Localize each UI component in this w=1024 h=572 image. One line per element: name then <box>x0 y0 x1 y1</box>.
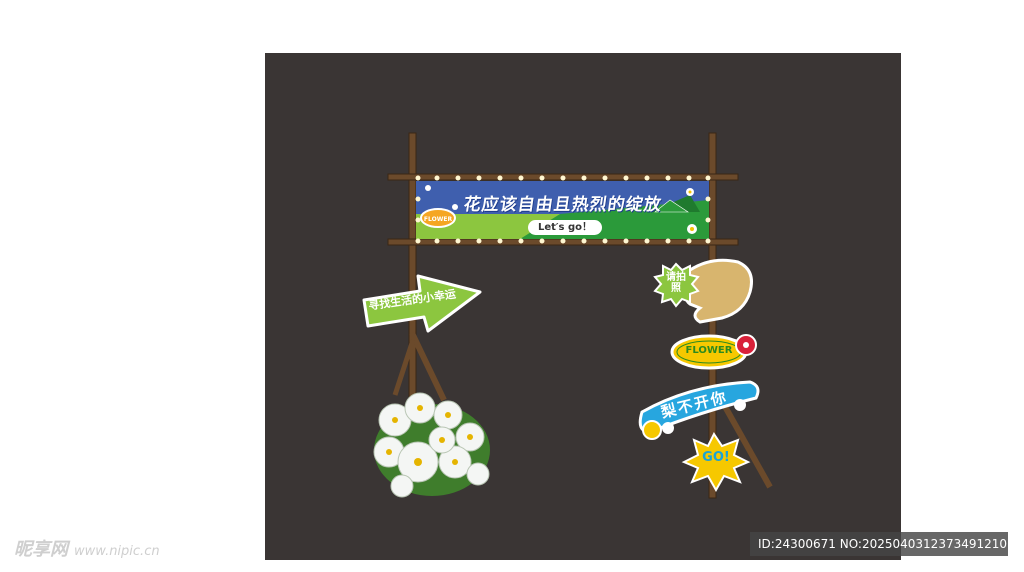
flower-sign-label: FLOWER <box>685 345 733 356</box>
light-bulbs <box>415 175 711 244</box>
flower-badge-label: FLOWER <box>424 216 453 223</box>
photo-sign-label: 请拍照 <box>666 272 686 294</box>
watermark-site: 昵享网 <box>14 539 68 560</box>
flower-sign <box>670 334 757 370</box>
banner: FLOWER <box>415 175 711 244</box>
arrow-sign <box>362 274 482 333</box>
flower-bouquet <box>373 392 490 498</box>
image-id-bar: ID:24300671 NO:20250403123734912107 <box>750 532 1015 556</box>
go-sign-label: GO! <box>702 450 730 465</box>
site-watermark: 昵享网 www.nipic.cn <box>14 535 160 561</box>
photo-sign <box>653 258 753 324</box>
watermark-url: www.nipic.cn <box>74 544 160 559</box>
lets-go-label: Let′s go！ <box>528 220 602 235</box>
banner-title: 花应该自由且热烈的绽放 <box>462 195 664 215</box>
skateboard-sign <box>638 380 760 440</box>
go-star-sign <box>681 432 751 493</box>
flower-badge <box>420 208 456 228</box>
